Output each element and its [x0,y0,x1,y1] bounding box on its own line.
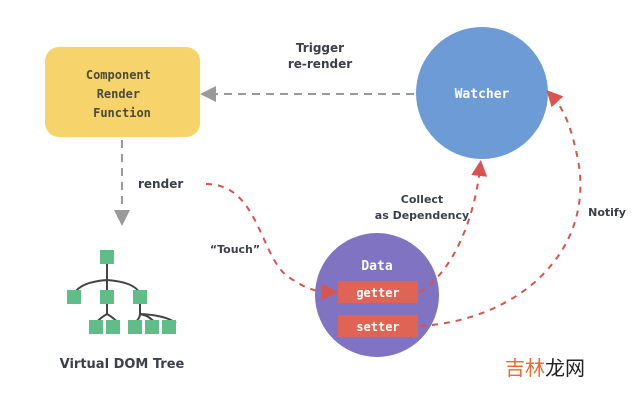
setter-label: setter [356,320,399,334]
component-line-1: Component [86,68,151,82]
watermark: 吉林龙网 [505,352,585,381]
setter-box [338,315,418,337]
component-line-2: Render [97,87,140,101]
rerender-label: re-render [287,57,353,71]
dependency-label: as Dependency [374,209,470,222]
notify-arrow [419,90,582,327]
collect-arrow [419,160,488,293]
getter-box [338,281,418,303]
vdom-tree-icon [73,262,177,324]
vdom-nodes [67,250,176,334]
collect-label: Collect [400,193,444,206]
data-label: Data [361,259,392,274]
touch-label: “Touch” [209,243,261,256]
trigger-label: Trigger [295,41,345,55]
touch-arrow [205,183,338,300]
vdom-label: Virtual DOM Tree [60,357,185,372]
watermark-part-1: 吉林 [505,356,545,380]
notify-label: Notify [588,206,626,219]
getter-label: getter [356,286,399,300]
watcher-label: Watcher [455,87,510,102]
watcher-node [416,27,548,159]
watermark-part-2: 龙网 [545,356,585,380]
svg-text:Component Render Funct: Component Render Function [86,68,158,120]
component-render-box [45,47,200,137]
component-line-3: Function [93,106,151,120]
render-label: render [138,177,184,191]
